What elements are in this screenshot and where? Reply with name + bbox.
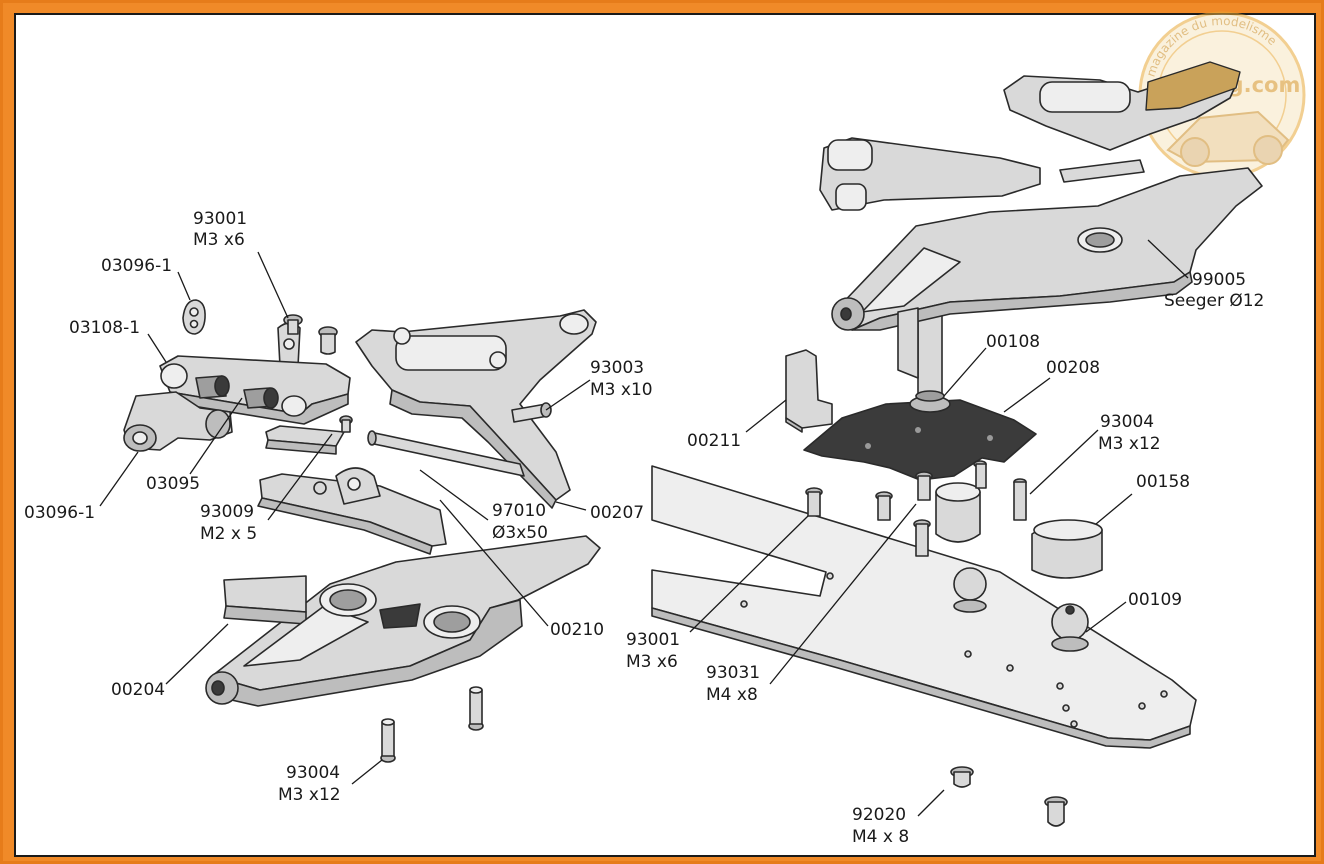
- ball-stud-00109-b: [1051, 603, 1089, 652]
- screw-93004-right: [973, 460, 1027, 521]
- hinge-block-00210-upper: [265, 425, 345, 455]
- label-00109: 00109: [1128, 590, 1182, 610]
- hinge-pin-97010: [367, 430, 525, 477]
- bracket-00211: [785, 349, 833, 433]
- carbon-plate-00208: [803, 399, 1037, 481]
- lower-wishbone-00204: [205, 535, 601, 707]
- post-00158-b: [1031, 519, 1103, 579]
- bushing-03095: [195, 375, 279, 409]
- label-00108: 00108: [986, 332, 1040, 352]
- screw-92020-b: [1044, 796, 1068, 827]
- hub-carrier-03096-1: [123, 391, 233, 452]
- post-00158-a: [935, 482, 981, 543]
- upper-wishbone-00207: [355, 309, 597, 509]
- hinge-block-00210-lower: [257, 467, 447, 555]
- ball-cup-03096-1-top: [182, 299, 206, 335]
- screw-93001-right: [805, 487, 823, 517]
- label-03108-1: 03108-1: [69, 318, 140, 338]
- label-00158: 00158: [1136, 472, 1190, 492]
- screw-93009: [313, 415, 353, 495]
- screw-93004-left-a: [380, 718, 396, 763]
- label-00211: 00211: [687, 431, 741, 451]
- assembled-front-suspension: [819, 61, 1263, 379]
- label-00210: 00210: [550, 620, 604, 640]
- label-00208: 00208: [1046, 358, 1100, 378]
- chassis-plate: [651, 465, 1197, 749]
- label-00204: 00204: [111, 680, 165, 700]
- screw-93031: [875, 471, 933, 557]
- label-03096-1-upper: 03096-1: [101, 256, 172, 276]
- label-03096-1-lower: 03096-1: [24, 503, 95, 523]
- leader-lines: [99, 239, 1189, 817]
- label-00207: 00207: [590, 503, 644, 523]
- label-03095: 03095: [146, 474, 200, 494]
- screw-small-left: [318, 326, 338, 355]
- screw-93004-left-b: [468, 686, 484, 731]
- ball-stud-00109-a: [953, 567, 987, 613]
- screw-92020-a: [950, 766, 974, 788]
